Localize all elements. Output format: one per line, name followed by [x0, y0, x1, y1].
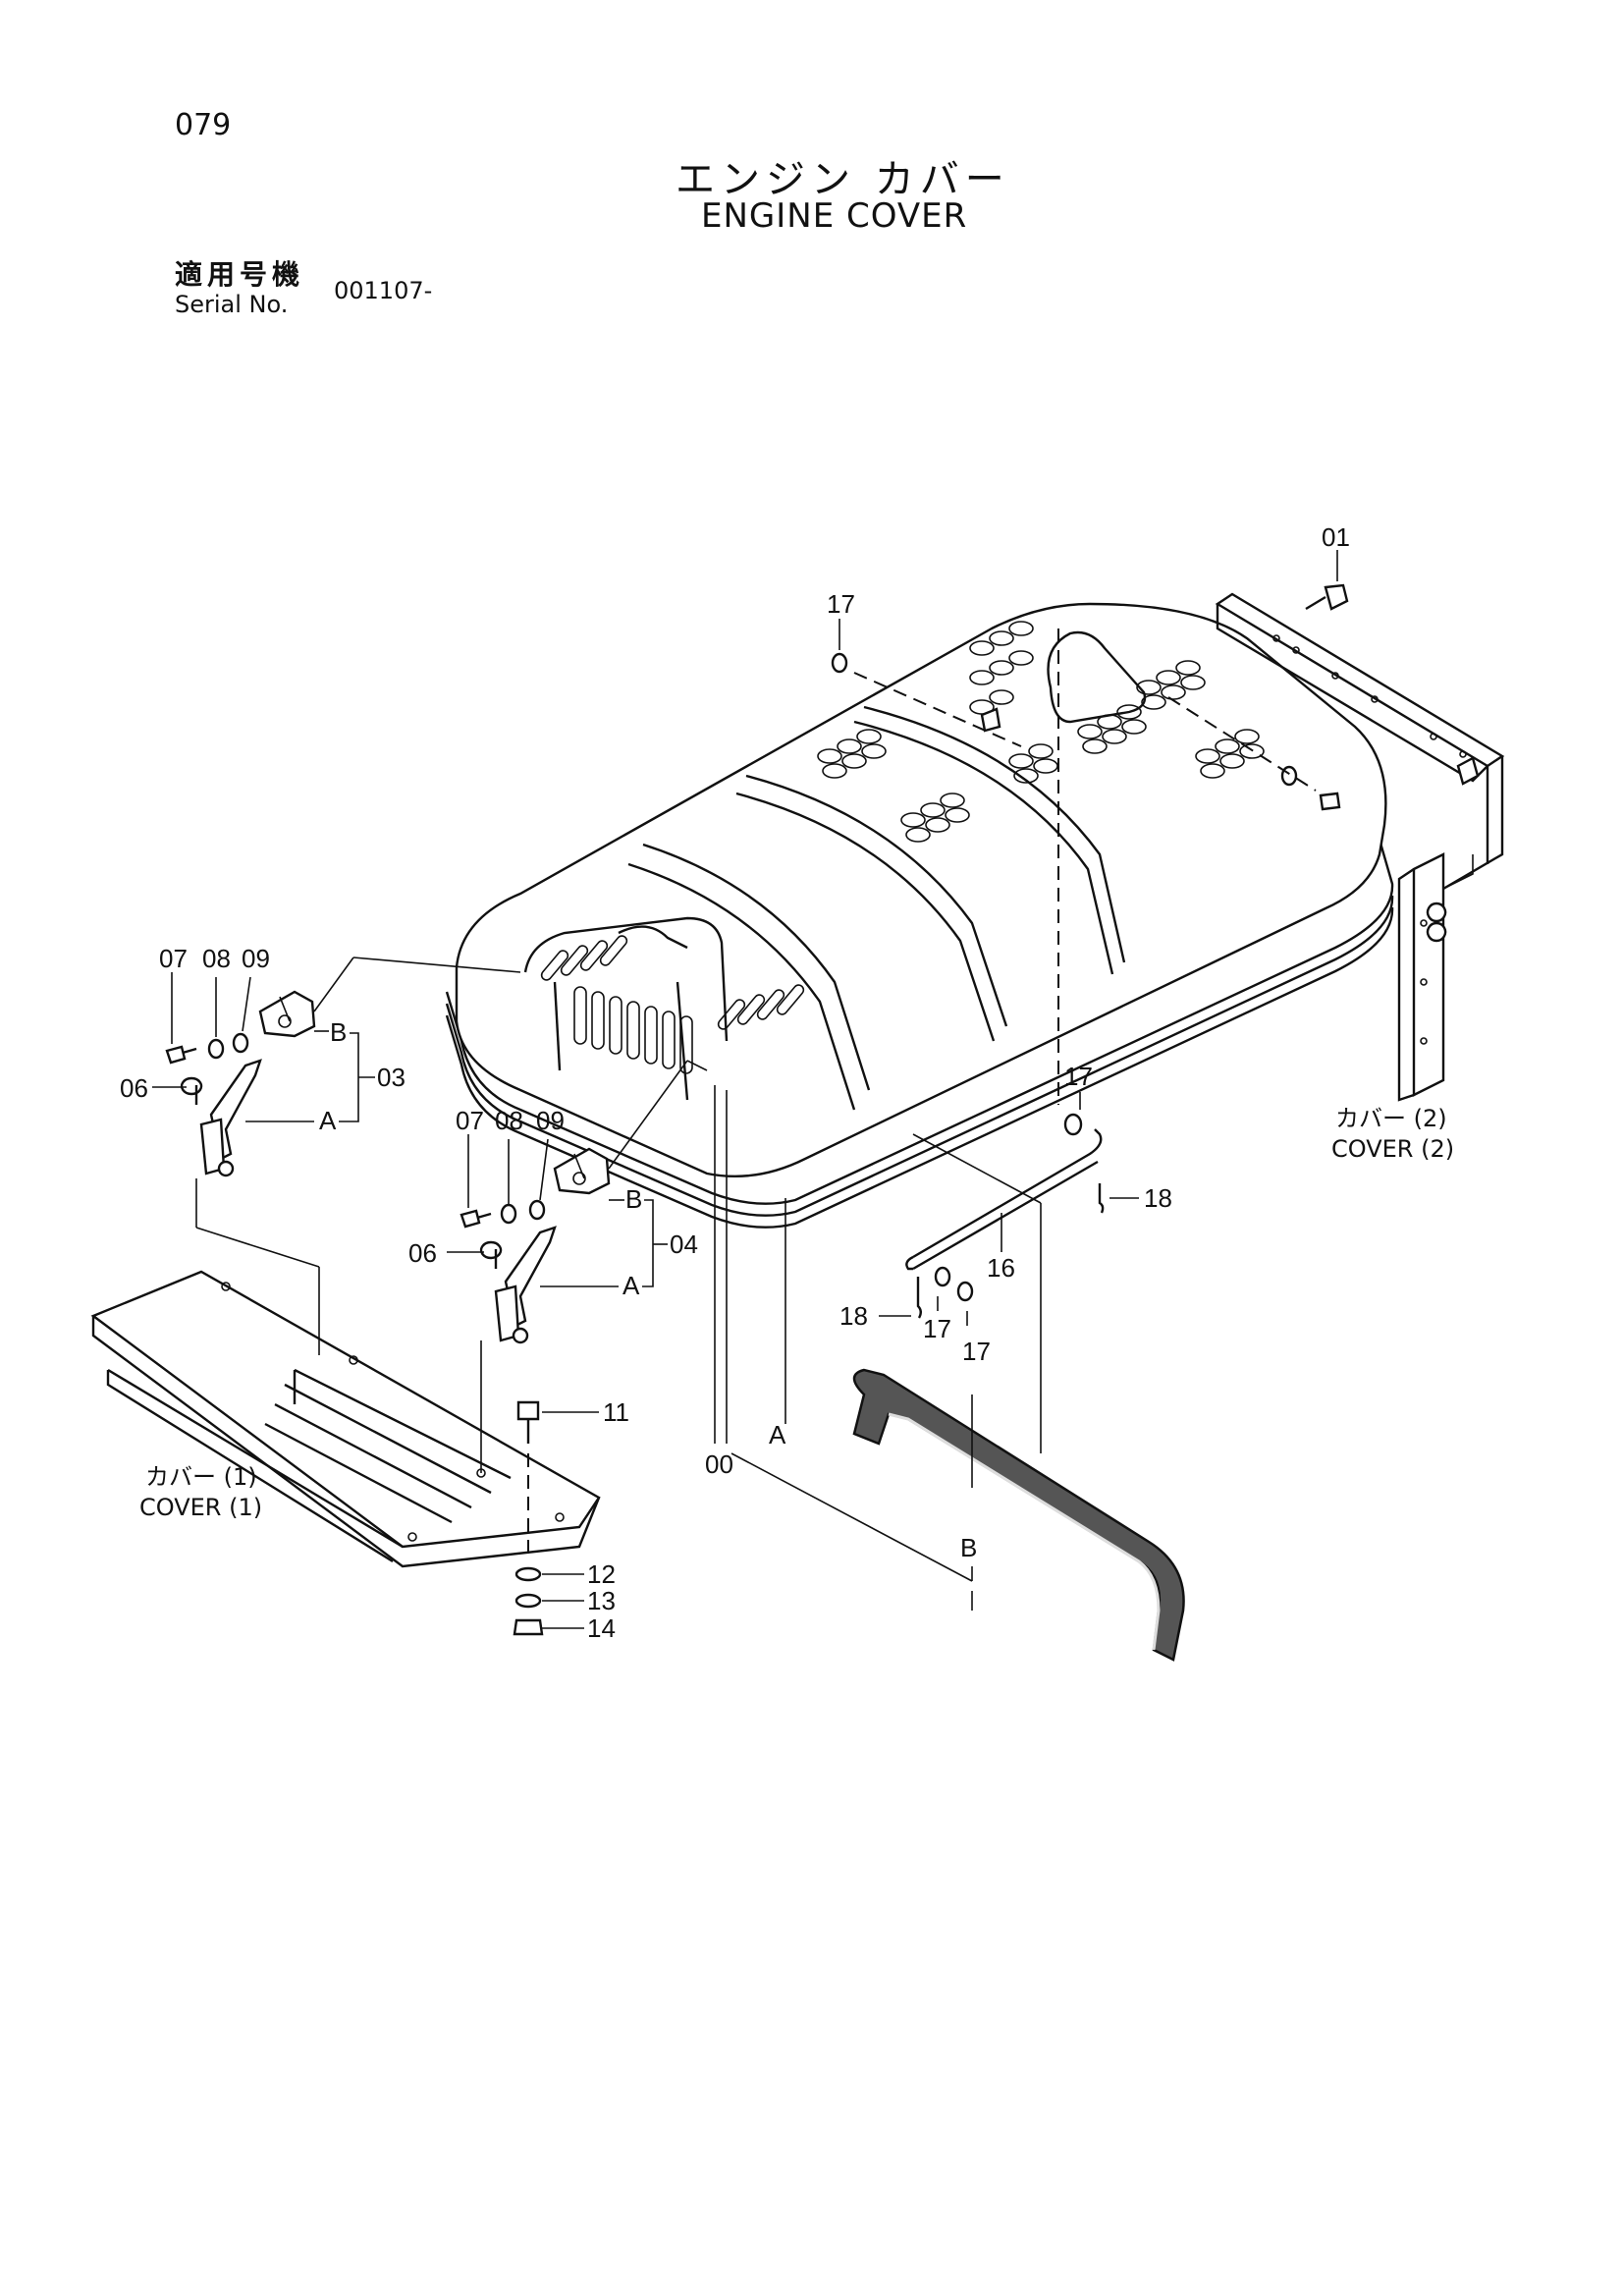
callout-b-lower: B: [625, 1184, 642, 1214]
serial-label: Serial No.: [175, 291, 289, 318]
callout-b-bottom: B: [960, 1533, 977, 1562]
serial-label-japanese: 適用号機: [175, 258, 305, 291]
callout-a-bottom: A: [769, 1420, 786, 1449]
callout-17-a: 17: [923, 1314, 951, 1343]
serial-number-range: 001107-: [334, 277, 433, 304]
callout-a-upper: A: [319, 1106, 337, 1135]
callout-03: 03: [377, 1063, 406, 1092]
callout-b-upper: B: [330, 1017, 347, 1047]
callout-11: 11: [603, 1397, 629, 1427]
callout-06-upper: 06: [120, 1073, 148, 1103]
callout-14: 14: [587, 1613, 616, 1643]
page-title: ENGINE COVER: [701, 196, 968, 236]
callout-07-lower: 07: [456, 1106, 484, 1135]
striker-b-lower: [553, 1147, 611, 1195]
callout-01: 01: [1322, 522, 1350, 552]
callout-09-lower: 09: [536, 1106, 565, 1135]
page-number: 079: [175, 108, 232, 142]
striker-b-upper: [258, 990, 316, 1038]
reference-leader-lines: 00 A B: [705, 1085, 1042, 1611]
callout-06-lower: 06: [408, 1238, 437, 1268]
cover-1-bottom-plate: [90, 1270, 601, 1568]
callout-08-upper: 08: [202, 944, 231, 973]
latch-assembly-03: 07 08 09 06 A B 03: [120, 944, 521, 1355]
latch-a-upper: [199, 1059, 262, 1177]
page-title-japanese: エンジン カバー: [676, 157, 1010, 202]
callout-17-b: 17: [962, 1337, 991, 1366]
latch-assembly-04: 07 08 09 06 A B 04: [408, 1060, 708, 1473]
callout-04: 04: [670, 1230, 698, 1259]
callout-17-right: 17: [1064, 1062, 1093, 1091]
callout-16: 16: [987, 1253, 1015, 1283]
callout-09-upper: 09: [242, 944, 270, 973]
cover-2-label-japanese: カバー (2): [1335, 1105, 1447, 1132]
stay-rod-16-assembly: 17 18 16 18 17 17 17: [827, 589, 1341, 1366]
callout-a-lower: A: [622, 1271, 640, 1300]
callout-18-left: 18: [839, 1301, 868, 1331]
bolt-01: 01: [1305, 522, 1350, 611]
cover-1-label-japanese: カバー (1): [145, 1463, 257, 1491]
rubber-seal-part-b: [852, 1368, 1185, 1662]
bolt-stack-11-14: 11 12 13 14: [513, 1397, 629, 1643]
cover-2-label: COVER (2): [1331, 1135, 1454, 1163]
callout-12: 12: [587, 1559, 616, 1589]
cover-1-label: COVER (1): [139, 1494, 262, 1521]
callout-17-top: 17: [827, 589, 855, 619]
callout-07-upper: 07: [159, 944, 188, 973]
engine-cover-main-body: [445, 602, 1394, 1229]
callout-18-right: 18: [1144, 1183, 1172, 1213]
callout-13: 13: [587, 1586, 616, 1615]
callout-08-lower: 08: [495, 1106, 523, 1135]
latch-a-lower: [494, 1226, 557, 1344]
callout-00: 00: [705, 1449, 733, 1479]
cover-2-side-frame: [1215, 592, 1505, 1102]
